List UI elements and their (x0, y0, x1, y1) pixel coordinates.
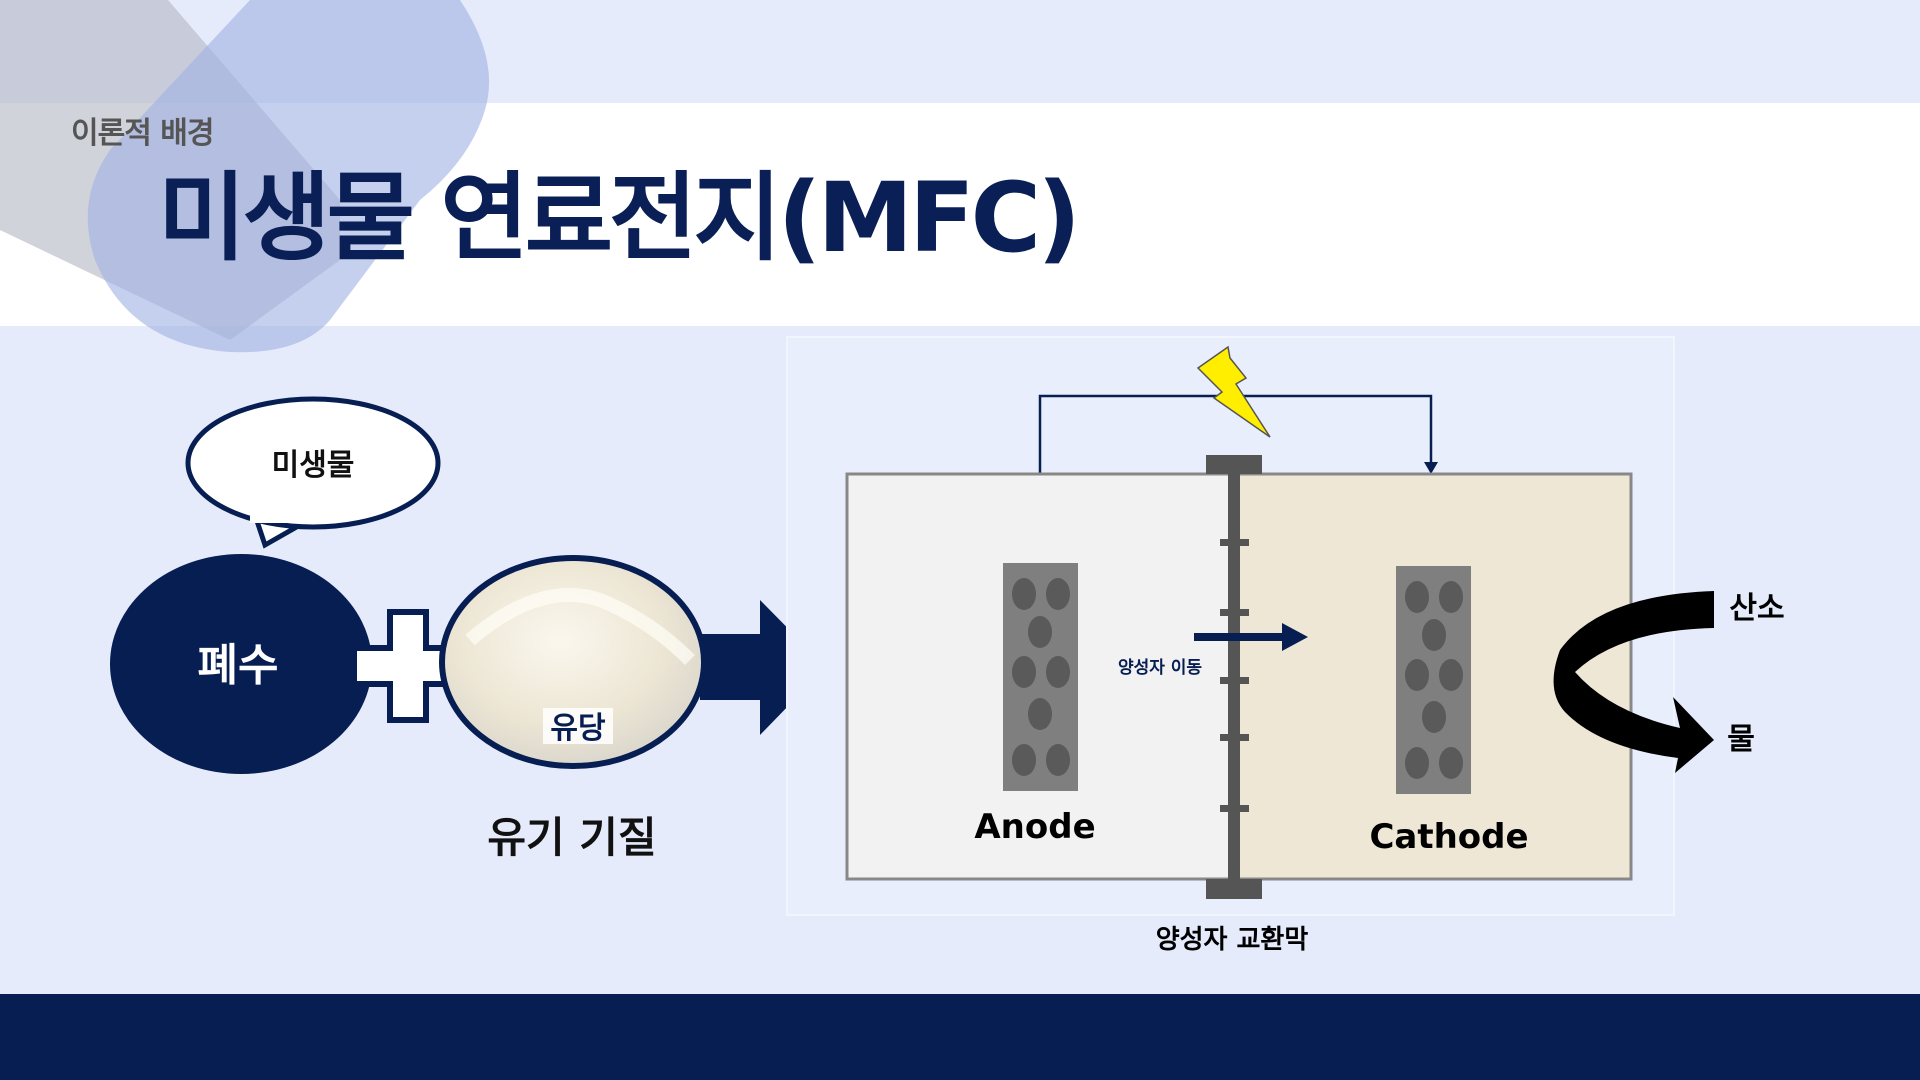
footer-bar (0, 994, 1920, 1080)
wastewater-ellipse (110, 554, 372, 774)
microbe-speech-bubble: 미생물 (185, 396, 441, 549)
cathode-label: Cathode (1369, 817, 1528, 857)
anode-electrode (1003, 563, 1078, 791)
lactose-label: 유당 (550, 711, 606, 746)
proton-arrow-icon (1194, 623, 1308, 651)
bubble-label: 미생물 (272, 448, 355, 483)
blue-decor-shape (87, 0, 490, 353)
oxygen-label: 산소 (1729, 591, 1784, 626)
membrane-label: 양성자 교환막 (1156, 925, 1309, 955)
plus-icon (351, 609, 465, 723)
anode-label: Anode (974, 807, 1095, 847)
proton-exchange-membrane (1206, 455, 1262, 899)
page-title: 미생물 연료전지(MFC) (158, 162, 1081, 274)
proton-move-label: 양성자 이동 (1118, 658, 1202, 678)
water-label: 물 (1727, 722, 1755, 757)
wire-arrowhead-icon (1424, 462, 1438, 474)
substrate-caption: 유기 기질 (487, 813, 656, 862)
oxygen-to-water-arrow-icon (1553, 591, 1714, 773)
section-label: 이론적 배경 (71, 116, 214, 151)
wastewater-label: 폐수 (198, 640, 279, 691)
lightning-icon (1196, 345, 1271, 438)
right-arrow-icon (700, 600, 826, 735)
cathode-electrode (1396, 566, 1471, 794)
